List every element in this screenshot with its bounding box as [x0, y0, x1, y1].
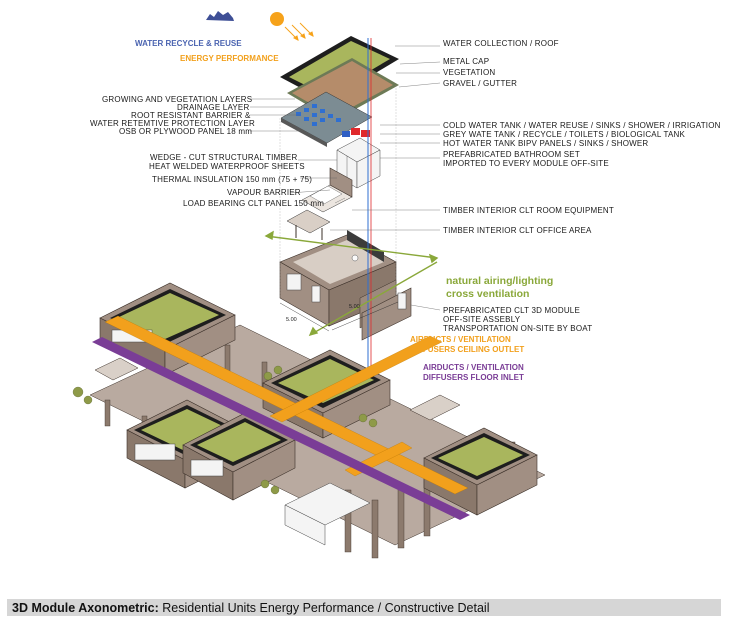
interior-room-equipment: [301, 167, 353, 213]
label-clt-module-1: PREFABRICATED CLT 3D MODULE: [443, 306, 580, 315]
leader-lines: [250, 45, 441, 311]
label-airducts-floor-1: AIRDUCTS / VENTILATION: [423, 363, 524, 372]
label-thermal-insulation: THERMAL INSULATION 150 mm (75 + 75): [152, 175, 312, 184]
label-airducts-ceiling-1: AIRDUCTS / VENTILATION: [410, 335, 511, 344]
water-tanks: [342, 128, 370, 137]
label-osb: OSB OR PLYWOOD PANEL 18 mm: [119, 127, 252, 136]
label-natural-airing-2: cross ventilation: [446, 288, 529, 300]
sun-icon: [270, 12, 284, 26]
roof-drainage-layer: [280, 91, 373, 147]
label-root-barrier: ROOT RESISTANT BARRIER &: [131, 111, 251, 120]
label-clt-module-3: TRANSPORTATION ON-SITE BY BOAT: [443, 324, 592, 333]
housing-complex: [72, 282, 546, 559]
label-wedge-timber: WEDGE - CUT STRUCTURAL TIMBER: [150, 153, 297, 162]
label-vegetation: VEGETATION: [443, 68, 495, 77]
dimension-lines: [279, 301, 399, 332]
module-side-panel: [361, 287, 412, 341]
label-water-recycle: WATER RECYCLE & REUSE: [135, 39, 242, 48]
label-heat-welded: HEAT WELDED WATERPROOF SHEETS: [149, 162, 305, 171]
label-gravel: GRAVEL / GUTTER: [443, 79, 517, 88]
label-water-collection: WATER COLLECTION / ROOF: [443, 39, 559, 48]
interior-office-area: [286, 209, 331, 240]
dimension-width: 5.00: [286, 317, 297, 323]
label-bathroom-1: PREFABRICATED BATHROOM SET: [443, 150, 580, 159]
caption-bar: [7, 599, 721, 616]
airduct-floor: [92, 337, 470, 520]
label-office-area: TIMBER INTERIOR CLT OFFICE AREA: [443, 226, 592, 235]
airduct-ceiling: [104, 315, 469, 495]
label-airducts-ceiling-2: DIFFUSERS CEILING OUTLET: [410, 345, 524, 354]
cross-ventilation-arrow: [264, 230, 439, 337]
dimension-depth: 5.00: [349, 304, 360, 310]
label-natural-airing-1: natural airing/lighting: [446, 275, 553, 287]
label-clt-module-2: OFF-SITE ASSEBLY: [443, 315, 521, 324]
caption-bold: 3D Module Axonometric:: [12, 601, 159, 615]
label-hot-water: HOT WATER TANK BIPV PANELS / SINKS / SHO…: [443, 139, 648, 148]
label-drainage: DRAINAGE LAYER: [177, 103, 249, 112]
label-vapour-barrier: VAPOUR BARRIER: [227, 188, 301, 197]
label-growing-layers: GROWING AND VEGETATION LAYERS: [102, 95, 252, 104]
label-bathroom-2: IMPORTED TO EVERY MODULE OFF-SITE: [443, 159, 609, 168]
figure-caption: 3D Module Axonometric: Residential Units…: [12, 601, 489, 615]
label-energy-performance: ENERGY PERFORMANCE: [180, 54, 279, 63]
sun-rays: [284, 22, 314, 41]
label-water-retentive: WATER RETEMTIVE PROTECTION LAYER: [90, 119, 255, 128]
caption-rest: Residential Units Energy Performance / C…: [158, 601, 490, 615]
label-room-equipment: TIMBER INTERIOR CLT ROOM EQUIPMENT: [443, 206, 614, 215]
label-metal-cap: METAL CAP: [443, 57, 489, 66]
cloud-icon: [206, 11, 234, 21]
label-cold-water: COLD WATER TANK / WATER REUSE / SINKS / …: [443, 121, 721, 130]
label-grey-water: GREY WATE TANK / RECYCLE / TOILETS / BIO…: [443, 130, 685, 139]
label-clt-panel: LOAD BEARING CLT PANEL 150 mm: [183, 199, 324, 208]
label-airducts-floor-2: DIFFUSERS FLOOR INLET: [423, 373, 524, 382]
